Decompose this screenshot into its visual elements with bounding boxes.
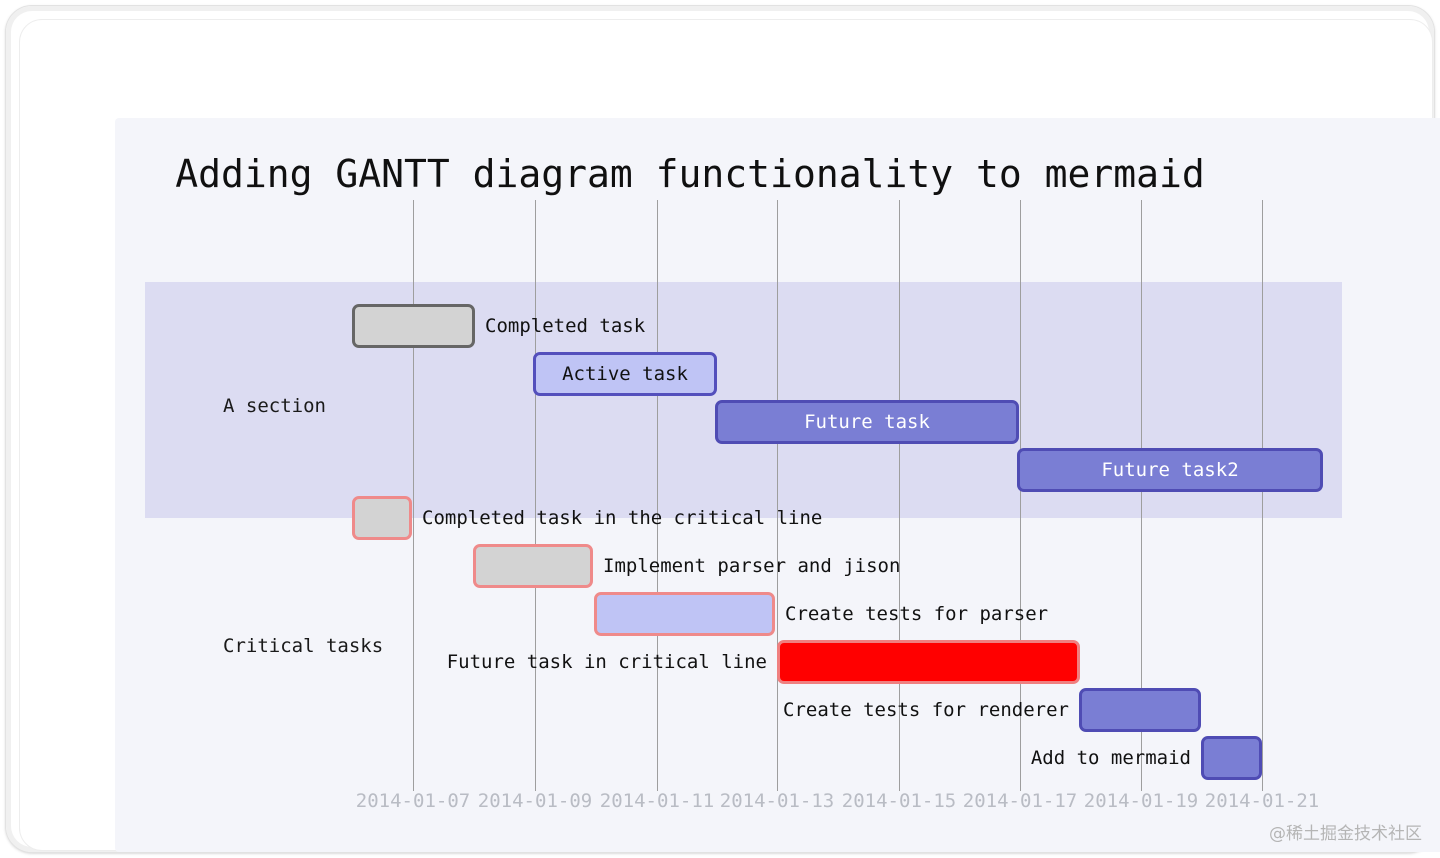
gantt-task-label: Future task xyxy=(804,411,930,433)
gantt-task-label: Create tests for parser xyxy=(785,603,1049,625)
gantt-chart-canvas: Adding GANTT diagram functionality to me… xyxy=(115,118,1440,852)
gantt-task-label: Completed task xyxy=(485,315,646,337)
gantt-task-label: Implement parser and jison xyxy=(603,555,901,577)
gridline xyxy=(657,200,658,791)
gantt-task-bar[interactable]: Active task xyxy=(533,352,717,396)
section-label: A section xyxy=(223,395,326,417)
gantt-task-bar[interactable]: Future task xyxy=(715,400,1019,444)
section-label: Critical tasks xyxy=(223,635,384,657)
gantt-task-bar[interactable] xyxy=(473,544,593,588)
x-axis-tick-label: 2014-01-21 xyxy=(1204,790,1320,812)
gantt-task-label: Completed task in the critical line xyxy=(422,507,823,529)
gridline xyxy=(1020,200,1021,791)
gantt-task-bar[interactable] xyxy=(1201,736,1262,780)
x-axis-tick-label: 2014-01-19 xyxy=(1083,790,1199,812)
gantt-task-bar[interactable] xyxy=(352,496,412,540)
gridline xyxy=(535,200,536,791)
gantt-task-label: Add to mermaid xyxy=(1030,747,1191,769)
x-axis-tick-label: 2014-01-15 xyxy=(841,790,957,812)
gantt-task-bar[interactable] xyxy=(1079,688,1201,732)
chart-title: Adding GANTT diagram functionality to me… xyxy=(175,152,1205,196)
gridline xyxy=(777,200,778,791)
x-axis-tick-label: 2014-01-17 xyxy=(962,790,1078,812)
window-frame-mid: Adding GANTT diagram functionality to me… xyxy=(20,20,1440,852)
gantt-task-label: Create tests for renderer xyxy=(783,699,1069,721)
x-axis-tick-label: 2014-01-13 xyxy=(719,790,835,812)
x-axis-tick-label: 2014-01-09 xyxy=(477,790,593,812)
x-axis-tick-label: 2014-01-11 xyxy=(599,790,715,812)
gridline xyxy=(1262,200,1263,791)
gantt-task-bar[interactable] xyxy=(777,640,1080,684)
gridline xyxy=(899,200,900,791)
window-frame-outer: Adding GANTT diagram functionality to me… xyxy=(6,6,1440,852)
gantt-task-label: Future task2 xyxy=(1101,459,1239,481)
gantt-task-bar[interactable] xyxy=(594,592,775,636)
window-frame-inner: Adding GANTT diagram functionality to me… xyxy=(60,50,1440,852)
x-axis-tick-label: 2014-01-07 xyxy=(355,790,471,812)
gantt-task-bar[interactable] xyxy=(352,304,475,348)
gantt-task-label: Future task in critical line xyxy=(446,651,767,673)
gantt-task-label: Active task xyxy=(562,363,688,385)
gridline xyxy=(1141,200,1142,791)
gridline xyxy=(413,200,414,791)
gantt-task-bar[interactable]: Future task2 xyxy=(1017,448,1323,492)
watermark-text: @稀土掘金技术社区 xyxy=(1269,824,1422,844)
